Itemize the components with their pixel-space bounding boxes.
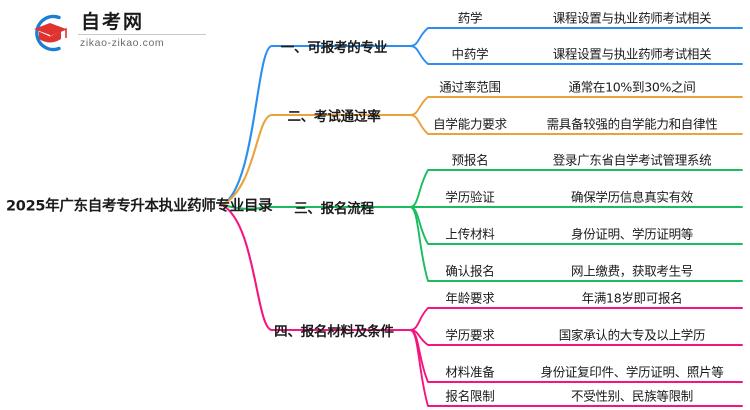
leaf-detail-3-2[interactable]: 确保学历信息真实有效 — [570, 189, 694, 205]
leaf-label-4-4[interactable]: 报名限制 — [445, 388, 495, 404]
branch-label-1[interactable]: 一、可报考的专业 — [280, 40, 388, 56]
leaf-detail-3-1[interactable]: 登录广东省自学考试管理系统 — [552, 152, 712, 168]
leaf-detail-3-4[interactable]: 网上缴费，获取考生号 — [570, 263, 694, 279]
leaf-label-3-2[interactable]: 学历验证 — [445, 189, 495, 205]
leaf-label-2-1[interactable]: 通过率范围 — [439, 79, 501, 95]
logo-wordmark: 自考网 zikao-zikao.com — [78, 11, 206, 49]
leaf-detail-2-2[interactable]: 需具备较强的自学能力和自律性 — [546, 116, 718, 132]
leaf-detail-4-3[interactable]: 身份证复印件、学历证明、照片等 — [540, 364, 724, 380]
branch-label-2[interactable]: 二、考试通过率 — [287, 109, 381, 125]
root-node-label[interactable]: 2025年广东自考专升本执业药师专业目录 — [6, 198, 273, 215]
leaf-detail-1-2[interactable]: 课程设置与执业药师考试相关 — [552, 46, 712, 62]
logo-name-cn: 自考网 — [81, 11, 145, 33]
leaf-label-3-4[interactable]: 确认报名 — [445, 263, 495, 279]
leaf-detail-4-1[interactable]: 年满18岁即可报名 — [581, 290, 683, 306]
leaf-detail-4-2[interactable]: 国家承认的大专及以上学历 — [558, 327, 706, 343]
leaf-label-2-2[interactable]: 自学能力要求 — [433, 116, 507, 132]
site-logo: 自考网 zikao-zikao.com — [28, 10, 208, 56]
leaf-detail-2-1[interactable]: 通常在10%到30%之间 — [568, 79, 696, 95]
branch-label-4[interactable]: 四、报名材料及条件 — [274, 324, 394, 340]
logo-name-en: zikao-zikao.com — [80, 37, 165, 49]
logo-divider — [78, 34, 206, 35]
leaf-detail-1-1[interactable]: 课程设置与执业药师考试相关 — [552, 10, 712, 26]
leaf-label-4-2[interactable]: 学历要求 — [445, 327, 495, 343]
graduation-cap-logo-icon — [28, 12, 72, 54]
leaf-detail-4-4[interactable]: 不受性别、民族等限制 — [570, 388, 694, 404]
leaf-label-3-3[interactable]: 上传材料 — [445, 226, 495, 242]
leaf-label-4-1[interactable]: 年龄要求 — [445, 290, 495, 306]
leaf-label-1-1[interactable]: 药学 — [457, 10, 483, 26]
leaf-label-4-3[interactable]: 材料准备 — [445, 364, 495, 380]
leaf-label-1-2[interactable]: 中药学 — [451, 46, 489, 62]
branch-label-3[interactable]: 三、报名流程 — [294, 201, 374, 217]
leaf-label-3-1[interactable]: 预报名 — [451, 152, 489, 168]
leaf-detail-3-3[interactable]: 身份证明、学历证明等 — [570, 226, 694, 242]
